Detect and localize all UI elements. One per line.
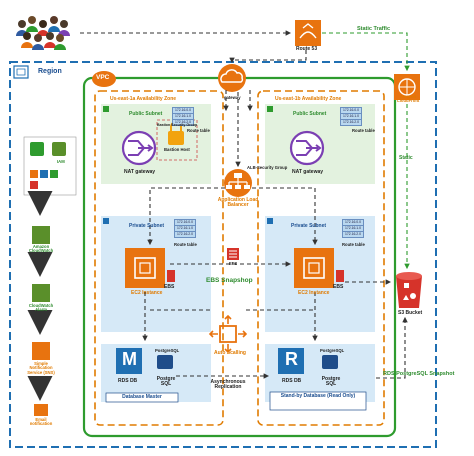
private-subnet-b-icon bbox=[267, 218, 273, 224]
alb-sg-label: ALB-Security Group bbox=[247, 165, 288, 170]
nat-gateway-b-label: NAT gateway bbox=[292, 169, 324, 175]
load-balancer-icon bbox=[224, 169, 252, 197]
gateway-label: gateway bbox=[224, 95, 241, 100]
rds-db-standby-label: RDS DB bbox=[282, 378, 302, 384]
email-label: Email notification bbox=[29, 417, 53, 427]
sns-label: Simple Notification Service (SNS) bbox=[27, 361, 55, 375]
route53-to-cloudfront-arrow bbox=[322, 32, 410, 72]
az-a-label: Us-east-1a Availability Zone bbox=[110, 96, 177, 102]
region-icon bbox=[13, 65, 29, 79]
private-subnet-a-label: Private Subnet bbox=[129, 223, 165, 229]
public-subnet-b-label: Public Subnet bbox=[293, 111, 327, 117]
efs-label: EFS bbox=[229, 261, 238, 266]
postgresql-master-header: PostgreSQL bbox=[155, 348, 180, 353]
db-standby-label: Stand-by Database (Read Only) bbox=[280, 393, 356, 399]
db-standby-bar bbox=[269, 391, 367, 411]
db-master-label: Database Master bbox=[122, 394, 162, 400]
ebs-b-icon bbox=[336, 270, 344, 282]
alb-label: Application Load Balancer bbox=[217, 197, 259, 209]
region-box bbox=[9, 61, 437, 448]
ec2-a-label: EC2 Instance bbox=[131, 290, 163, 296]
sns-icon bbox=[32, 342, 50, 360]
public-subnet-a-label: Public Subnet bbox=[129, 111, 163, 117]
cloudfront-label: Amazon CloudFront bbox=[396, 94, 420, 104]
ebs-snapshop-label: EBS Snapshop bbox=[206, 277, 253, 284]
public-subnet-b-icon bbox=[267, 106, 273, 112]
route-table-pub-b-label: Route table bbox=[352, 128, 375, 133]
postgresql-standby-header: PostgreSQL bbox=[320, 348, 345, 353]
ebs-a-label: EBS bbox=[164, 284, 175, 290]
cloudfront-icon bbox=[394, 74, 420, 100]
postgresql-standby-icon bbox=[322, 355, 338, 369]
ec2-instance-a-icon bbox=[125, 248, 165, 288]
rds-master-letter: M bbox=[122, 349, 137, 369]
iam-label: IAM bbox=[57, 159, 65, 164]
route-table-pub-b-row-3: 172.16.2.0 bbox=[340, 119, 362, 126]
ebs-b-label: EBS bbox=[333, 284, 344, 290]
postgre-sql-master-label: Postgre SQL bbox=[156, 376, 176, 388]
async-replication-label: Asynchronous Replication bbox=[210, 379, 246, 391]
efs-icon bbox=[227, 248, 239, 260]
ec2-b-label: EC2 Instance bbox=[298, 290, 330, 296]
alb-to-ec2-a bbox=[147, 187, 225, 246]
alb-to-ec2-b bbox=[252, 187, 318, 246]
route-table-priv-b-row-3: 172.16.2.0 bbox=[342, 231, 364, 238]
az-a-box bbox=[94, 90, 224, 426]
auto-scaling-label: Auto Scalling bbox=[214, 350, 246, 356]
email-icon bbox=[34, 404, 48, 416]
static-label: Static bbox=[399, 155, 413, 161]
cloudwatch-alarm-label: CloudWatch Alarm bbox=[28, 303, 54, 313]
bastion-host-label: Bastion Host bbox=[164, 147, 190, 152]
nat-gateway-a-label: NAT gateway bbox=[124, 169, 156, 175]
iam-icon bbox=[30, 142, 66, 189]
static-traffic-label: Static Traffic bbox=[357, 26, 391, 32]
s3-label: S3 Bucket bbox=[398, 310, 423, 316]
rds-pg-snapshot-label: RDS PostgreSQL Snapshot bbox=[383, 371, 455, 377]
route-table-priv-a-row-3: 172.16.2.0 bbox=[174, 231, 196, 238]
vpc-badge bbox=[92, 71, 116, 87]
cloudwatch-alarm-icon bbox=[32, 284, 50, 302]
users-icon bbox=[16, 16, 70, 50]
s3-bucket-icon bbox=[396, 272, 422, 308]
private-subnet-b-label: Private Subnet bbox=[291, 223, 327, 229]
rds-master-icon bbox=[116, 348, 142, 374]
nat-gateway-b-icon bbox=[289, 130, 325, 166]
cloudwatch-label: Amazon CloudWatch bbox=[28, 244, 54, 254]
db-master-bar bbox=[105, 392, 179, 403]
ebs-a-icon bbox=[167, 270, 175, 282]
az-b-box bbox=[257, 90, 385, 426]
route-table-pub-a-label: Route table bbox=[187, 128, 210, 133]
rds-standby-icon bbox=[278, 348, 304, 374]
route-table-priv-a-label: Route table bbox=[174, 242, 197, 247]
auto-scaling-icon bbox=[208, 314, 248, 354]
route-table-pub-a-row-3: 172.16.2.0 bbox=[172, 119, 194, 126]
route53-to-gateway-arrow bbox=[229, 50, 307, 64]
rds-to-s3-arrow bbox=[376, 316, 408, 379]
route53-icon bbox=[295, 20, 321, 46]
cloudwatch-icon bbox=[32, 226, 50, 244]
rds-db-master-label: RDS DB bbox=[118, 378, 138, 384]
postgre-sql-standby-label: Postgre SQL bbox=[321, 376, 341, 388]
internet-gateway-icon bbox=[218, 64, 246, 92]
region-label: Region bbox=[38, 68, 62, 75]
rds-standby-letter: R bbox=[285, 349, 298, 369]
postgresql-master-icon bbox=[157, 355, 173, 369]
route53-label: Route 53 bbox=[296, 46, 318, 52]
az-b-label: Us-east-1b Availability Zone bbox=[275, 96, 342, 102]
public-subnet-a-icon bbox=[103, 106, 109, 112]
route-table-priv-b-label: Route table bbox=[342, 242, 365, 247]
ec2-instance-b-icon bbox=[294, 248, 334, 288]
bastion-sg-label: Bastion Security Group bbox=[157, 123, 198, 127]
nat-gateway-a-icon bbox=[121, 130, 157, 166]
private-subnet-a-icon bbox=[103, 218, 109, 224]
lock-icon bbox=[168, 131, 184, 145]
vpc-label: VPC bbox=[96, 74, 110, 81]
